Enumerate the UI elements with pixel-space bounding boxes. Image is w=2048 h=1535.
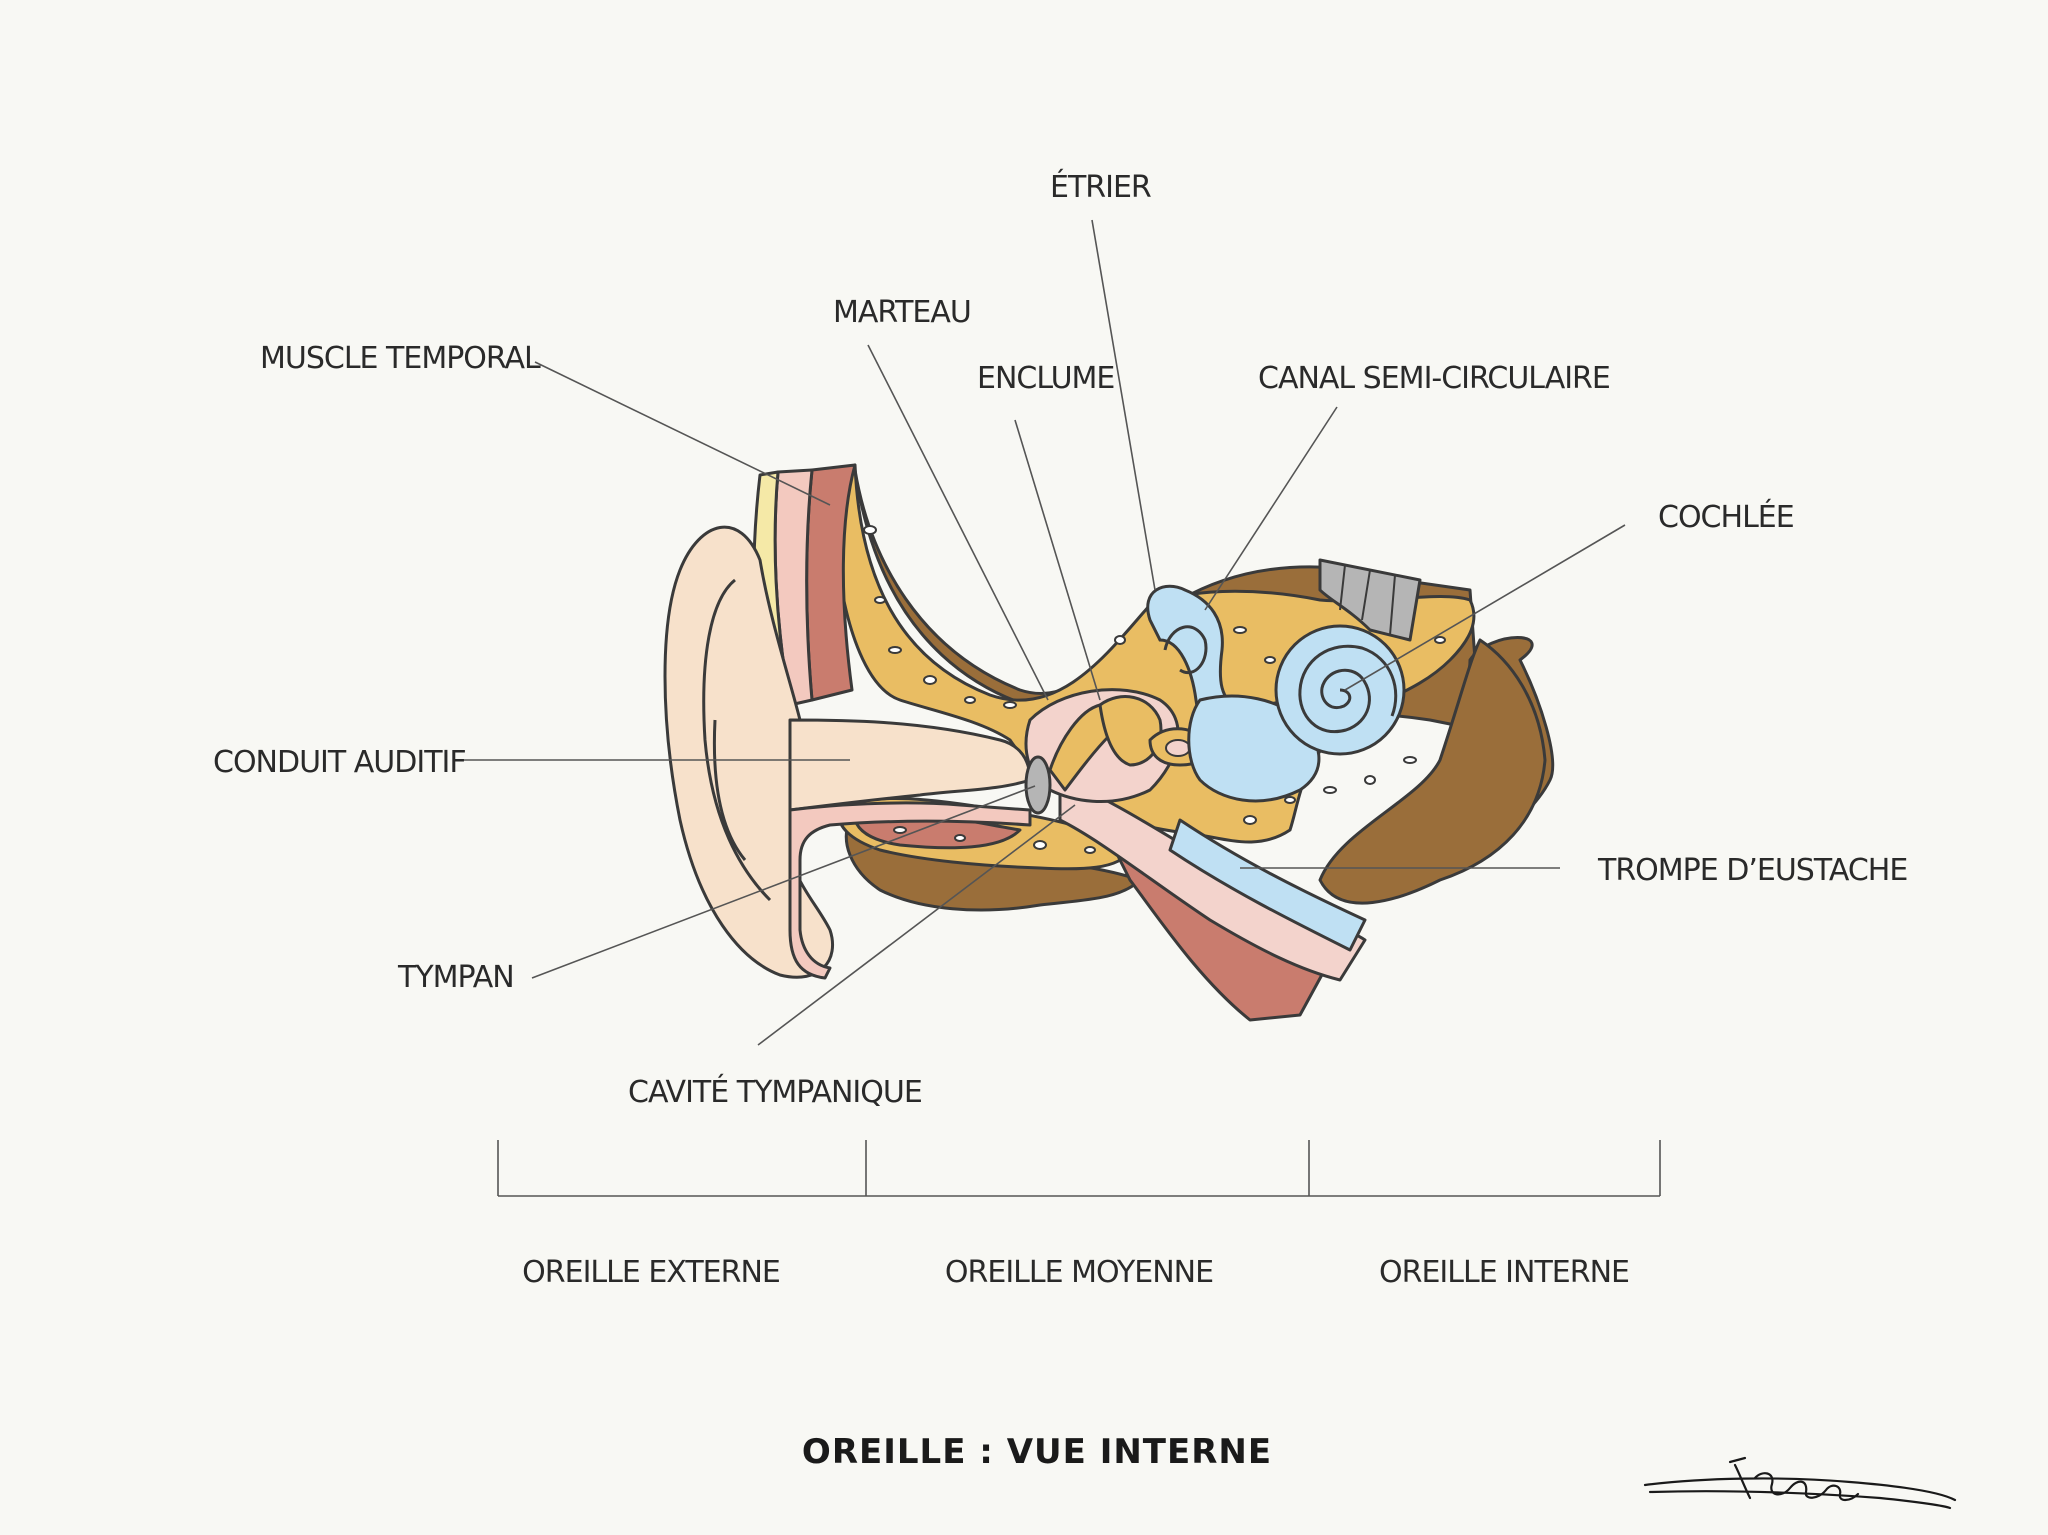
bone-granule <box>863 525 877 535</box>
signature-stroke <box>1648 1490 1952 1510</box>
cochlea-spiral <box>1298 644 1398 734</box>
bone-granule <box>1403 756 1417 764</box>
bone-granule <box>888 646 902 654</box>
nerve-strands <box>1339 564 1396 636</box>
bone-granules <box>863 525 1446 854</box>
label-etrier: ÉTRIER <box>1050 169 1151 205</box>
eardrum-shape <box>1024 755 1052 815</box>
eustachian-tube-lining <box>1168 818 1367 952</box>
auricle-fold-2 <box>712 719 747 861</box>
leader-cavite <box>757 804 1076 1046</box>
signature-stroke <box>1643 1477 1957 1502</box>
semicircular-inner <box>1163 625 1208 674</box>
label-cochlee: COCHLÉE <box>1658 499 1794 535</box>
bone-granule <box>964 696 976 704</box>
label-conduit: CONDUIT AUDITIF <box>213 745 466 780</box>
bone-granule <box>1233 626 1247 634</box>
bone-granule <box>923 675 937 685</box>
leader-canal <box>1204 406 1338 611</box>
leader-etrier <box>1091 219 1156 591</box>
bone-granule <box>1323 786 1337 794</box>
ear-illustration <box>663 463 1555 1022</box>
label-tympan: TYMPAN <box>397 960 514 995</box>
canal-lower-strip <box>788 801 1032 980</box>
leader-lines <box>460 219 1626 1046</box>
section-labels: OREILLE EXTERNE OREILLE MOYENNE OREILLE … <box>522 1255 1630 1290</box>
leader-cochlee <box>1344 524 1626 691</box>
signature-stroke <box>1733 1463 1860 1502</box>
bone-granule <box>1434 636 1446 644</box>
leader-enclume <box>1014 419 1101 701</box>
bone-granule <box>1284 796 1296 804</box>
section-interne: OREILLE INTERNE <box>1379 1255 1629 1290</box>
bone-granule <box>1264 656 1276 664</box>
label-trompe: TROMPE D’EUSTACHE <box>1597 853 1907 888</box>
bone-granule <box>874 596 886 604</box>
bone-granule <box>1243 815 1257 825</box>
label-muscle: MUSCLE TEMPORAL <box>260 341 541 376</box>
temporal-bone-right <box>1318 638 1547 905</box>
bone-granule <box>893 826 907 834</box>
diagram-title: OREILLE : VUE INTERNE <box>802 1432 1272 1472</box>
auricle-fold <box>702 578 772 902</box>
bone-granule <box>1114 635 1126 645</box>
leader-tympan <box>531 785 1036 979</box>
bone-granule <box>1364 775 1376 785</box>
label-marteau: MARTEAU <box>833 295 971 330</box>
labels: ÉTRIER MARTEAU ENCLUME CANAL SEMI-CIRCUL… <box>213 169 1908 1110</box>
bone-granule <box>1084 846 1096 854</box>
label-canal: CANAL SEMI-CIRCULAIRE <box>1258 361 1610 396</box>
section-externe: OREILLE EXTERNE <box>522 1255 780 1290</box>
signature-stroke <box>1728 1456 1747 1464</box>
label-enclume: ENCLUME <box>977 361 1114 396</box>
leader-muscle <box>534 361 831 506</box>
stapes-window <box>1165 739 1191 757</box>
artist-signature <box>1643 1456 1957 1510</box>
leader-marteau <box>867 344 1049 701</box>
section-bracket <box>497 1140 1661 1197</box>
bone-granule <box>1003 701 1017 709</box>
section-moyenne: OREILLE MOYENNE <box>945 1255 1213 1290</box>
label-cavite: CAVITÉ TYMPANIQUE <box>628 1074 922 1110</box>
bone-granule <box>1033 840 1047 850</box>
ear-canal <box>788 718 1032 812</box>
bone-granule <box>954 834 966 842</box>
